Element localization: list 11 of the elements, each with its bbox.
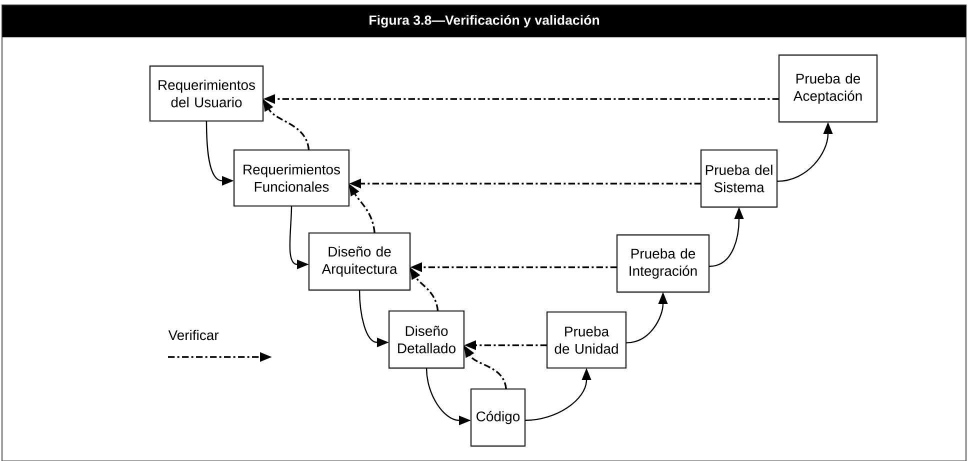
title-bar: Figura 3.8—Verificación y validación [2,5,966,38]
process-box: Diseño de Arquitectura [308,232,411,291]
process-box: Prueba de Aceptación [778,54,878,122]
process-box: Prueba de Unidad [546,311,626,369]
process-box: Prueba de Integración [616,234,710,293]
process-box: Requerimientos del Usuario [149,66,264,122]
process-box: Prueba del Sistema [700,149,778,208]
process-box: Diseño Detallado [388,310,464,369]
process-box: Código [470,388,526,447]
process-box: Requerimientos Funcionales [234,149,350,207]
legend-label: Verificar [168,330,219,340]
